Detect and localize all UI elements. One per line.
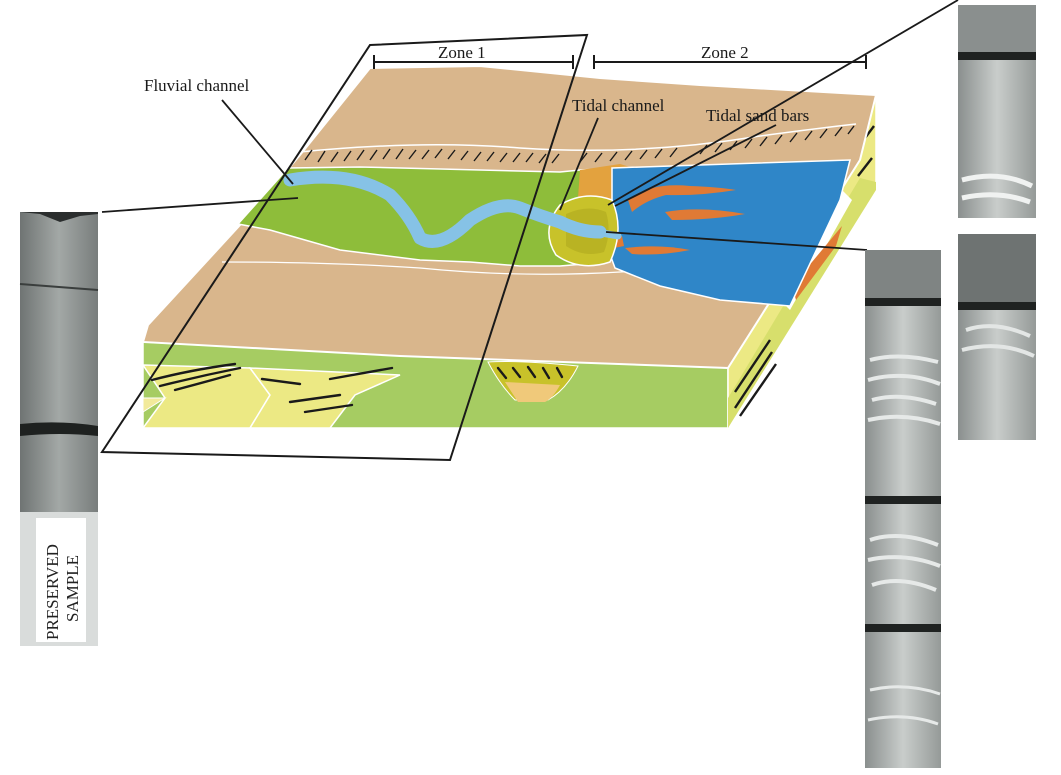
tidal-channel-outlet [592, 228, 622, 240]
zone1-dimension-bar [373, 55, 574, 69]
zone1-outline [100, 33, 589, 462]
surface-ridge-line [299, 123, 857, 153]
tidal-sand-bars [612, 185, 745, 255]
leader-fluvial-channel [221, 99, 294, 185]
leader-right-core [605, 231, 868, 251]
leader-left-core [101, 197, 299, 213]
core-sample-label-line2: SAMPLE [63, 555, 82, 622]
right-side-strata-lines [733, 125, 875, 417]
leader-lines [101, 0, 959, 251]
fluvial-channel-label: Fluvial channel [144, 76, 250, 95]
fluvial-channel-river [283, 170, 607, 248]
right-side-green-band [728, 178, 876, 428]
zone2-label: Zone 2 [701, 43, 749, 62]
leader-tidal-sand-bars [614, 124, 777, 207]
section-cross-bedding [150, 362, 564, 414]
section-sand-lens-small [142, 397, 167, 413]
right-core-photo [865, 250, 941, 768]
zone1-label: Zone 1 [438, 43, 486, 62]
leader-top-right-core-1 [607, 0, 959, 206]
top-right-core-photo [958, 5, 1036, 440]
tidal-sand-bars-label: Tidal sand bars [706, 106, 809, 125]
tidal-channel-label: Tidal channel [572, 96, 665, 115]
block-diagram [141, 64, 878, 431]
leader-tidal-channel [559, 117, 599, 211]
core-sample-label-line1: PRESERVED [43, 544, 62, 640]
zone2-dimension-bar [593, 55, 867, 69]
section-channel-sand [505, 382, 560, 402]
right-side-orange-bar [792, 226, 842, 300]
left-core-photo: PRESERVED SAMPLE [19, 212, 99, 646]
